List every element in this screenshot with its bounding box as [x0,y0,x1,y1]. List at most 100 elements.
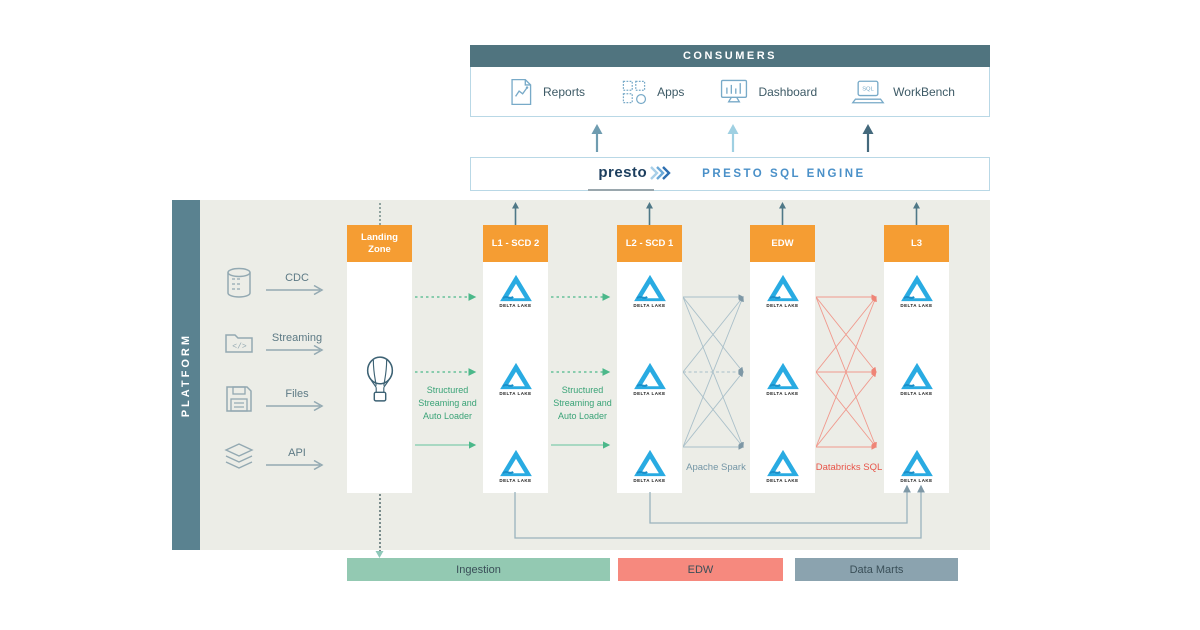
delta-lake-logo: DELTA LAKE [766,362,800,396]
delta-lake-logo: DELTA LAKE [900,449,934,483]
delta-lake-logo: DELTA LAKE [633,274,667,308]
databricks-sql-label: Databricks SQL [815,462,883,473]
column-header-l3: L3 [884,225,949,262]
up-arrow-icon [862,124,874,152]
presto-underline [588,189,655,191]
delta-lake-icon [633,449,666,477]
platform-canvas [200,200,990,550]
layers-icon [224,443,254,469]
workbench-icon: SQL [851,80,885,103]
delta-lake-label: DELTA LAKE [900,390,933,396]
consumer-dashboard: Dashboard [718,76,817,108]
delta-lake-label: DELTA LAKE [766,303,799,308]
delta-lake-logo: DELTA LAKE [900,362,934,396]
database-icon [227,267,251,298]
legend-label: Data Marts [849,563,904,576]
delta-lake-icon [900,449,933,477]
column-body-l3: DELTA LAKE DELTA LAKE DELTA LAKE [884,262,949,493]
up-arrow-icon [591,124,603,152]
column-header-l2-scd1: L2 - SCD 1 [617,225,682,262]
consumers-title: CONSUMERS [682,50,777,62]
column-header-l1-scd2: L1 - SCD 2 [483,225,548,262]
delta-lake-icon [900,274,933,302]
platform-label: PLATFORM [180,332,192,418]
delta-lake-label: DELTA LAKE [900,478,933,483]
folder-code-icon: </> [225,334,253,353]
source-label: CDC [285,271,309,284]
presto-engine-label: PRESTO SQL ENGINE [702,168,866,180]
right-arrow-icon [266,400,324,411]
right-arrow-icon [266,284,324,295]
column-up-connector-icon [779,202,786,226]
source-arrow: API [266,447,328,470]
reports-icon [511,78,532,105]
delta-lake-icon [633,362,666,389]
delta-lake-label: DELTA LAKE [499,303,532,308]
code-glyph: </> [232,343,247,352]
apache-spark-label: Apache Spark [686,462,746,473]
delta-lake-label: DELTA LAKE [766,478,799,483]
consumer-apps: Apps [619,77,684,107]
loopback-connectors [514,484,925,539]
delta-lake-icon [633,274,666,302]
column-up-connector-icon [646,202,653,226]
column-header-label: L3 [910,237,923,249]
source-cdc: CDC [222,266,352,300]
consumer-label: Reports [543,84,586,99]
column-up-connector-icon [913,202,920,226]
delta-lake-logo: DELTA LAKE [766,449,800,483]
source-api: API [222,441,352,475]
source-streaming: </> Streaming [222,326,352,360]
column-header-label: EDW [771,237,794,249]
mesh-apache-spark [683,294,744,450]
flow-label-auto-loader: Structured Streaming and Auto Loader [553,385,612,422]
source-files: Files [222,382,352,416]
consumer-workbench: SQL WorkBench [851,76,955,108]
delta-lake-icon [766,362,799,389]
legend-data-marts: Data Marts [795,558,958,581]
delta-lake-logo: DELTA LAKE [499,449,533,483]
presto-logo-text: presto [598,164,648,181]
down-arrow-icon [375,551,384,558]
column-header-label: Landing Zone [361,231,398,255]
delta-lake-logo: DELTA LAKE [900,274,934,308]
column-header-landing-zone: Landing Zone [347,225,412,262]
floppy-icon [226,386,252,412]
source-arrow: Files [266,388,328,411]
consumer-label: WorkBench [893,84,955,99]
column-up-connector-icon [512,202,519,226]
source-arrow: Streaming [266,332,328,355]
column-header-label: L2 - SCD 1 [625,237,674,249]
delta-lake-logo: DELTA LAKE [633,362,667,396]
delta-lake-label: DELTA LAKE [633,390,666,396]
presto-sql-engine-bar: presto PRESTO SQL ENGINE [470,157,990,191]
delta-lake-label: DELTA LAKE [766,390,799,396]
flow-arrows-l1-l2 [551,293,611,449]
delta-lake-logo: DELTA LAKE [499,274,533,308]
legend-edw: EDW [618,558,783,581]
flow-arrows-lz-l1 [415,293,477,449]
consumers-header: CONSUMERS [470,45,990,67]
delta-lake-label: DELTA LAKE [900,303,933,308]
mesh-databricks-sql [816,294,877,450]
column-body-landing-zone [347,262,412,493]
landing-zone-top-dotted-line [379,203,381,225]
right-arrow-icon [266,344,324,355]
up-arrow-icon [727,124,739,152]
delta-lake-label: DELTA LAKE [499,390,532,396]
consumer-label: Apps [657,84,685,99]
delta-lake-icon [766,449,799,477]
column-body-l1: DELTA LAKE DELTA LAKE DELTA LAKE [483,262,548,493]
apps-icon [622,80,647,104]
delta-lake-logo: DELTA LAKE [499,362,533,396]
delta-lake-icon [499,362,532,389]
column-body-l2: DELTA LAKE DELTA LAKE DELTA LAKE [617,262,682,493]
presto-logo: presto [588,164,676,191]
workbench-sql-text: SQL [862,86,874,92]
consumers-box: Reports Apps Dashboard [470,67,990,117]
source-label: Streaming [271,331,323,344]
delta-lake-label: DELTA LAKE [633,478,666,483]
delta-lake-icon [499,274,532,302]
delta-lake-logo: DELTA LAKE [766,274,800,308]
delta-lake-icon [499,449,532,477]
